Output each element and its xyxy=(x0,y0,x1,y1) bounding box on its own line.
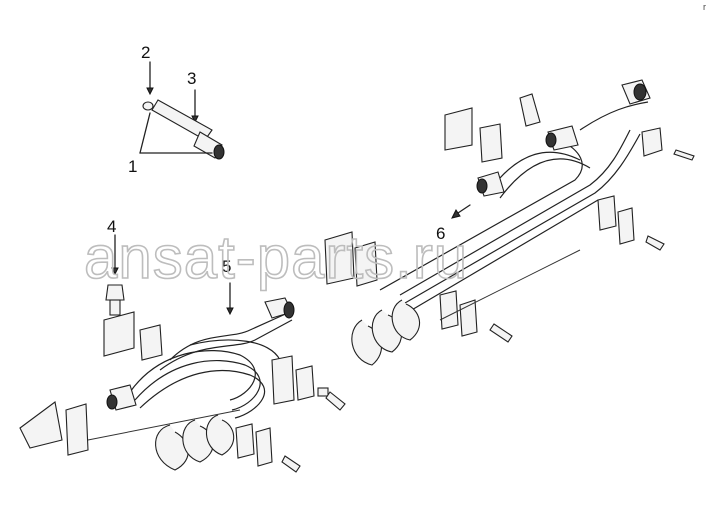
corner-mark: r xyxy=(703,2,706,12)
right-injection-pipe-set xyxy=(324,79,695,366)
callout-3: 3 xyxy=(187,69,196,88)
callout-4: 4 xyxy=(107,217,116,236)
callout-5: 5 xyxy=(222,257,231,276)
callout-2: 2 xyxy=(141,43,150,62)
watermark-text: ansat-parts.ru xyxy=(84,224,468,291)
sleeve-assembly xyxy=(139,61,225,160)
callout-1: 1 xyxy=(128,157,137,176)
callout-6: 6 xyxy=(436,224,445,243)
left-injection-pipe-set xyxy=(19,234,346,473)
